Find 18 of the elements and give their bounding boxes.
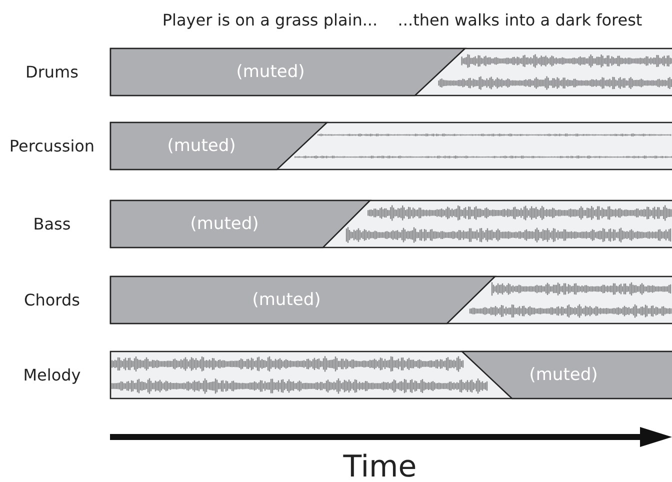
muted-label: (muted) (167, 136, 236, 156)
track-name: Percussion (9, 136, 95, 156)
scene-caption: Player is on a grass plain... (162, 10, 378, 30)
muted-label: (muted) (252, 290, 321, 310)
track-bar (110, 200, 672, 248)
track-name: Chords (24, 290, 80, 310)
muted-label: (muted) (529, 365, 598, 385)
track-bar (110, 276, 672, 324)
scene-caption: ...then walks into a dark forest (398, 10, 642, 30)
track-bar (110, 351, 672, 399)
muted-label: (muted) (236, 62, 305, 82)
muted-label: (muted) (190, 214, 259, 234)
track-name: Bass (33, 214, 71, 234)
track-bar (110, 122, 672, 170)
track-bar (110, 48, 672, 96)
track-name: Drums (26, 62, 78, 82)
axis-title: Time (343, 450, 417, 482)
track-name: Melody (23, 366, 81, 384)
